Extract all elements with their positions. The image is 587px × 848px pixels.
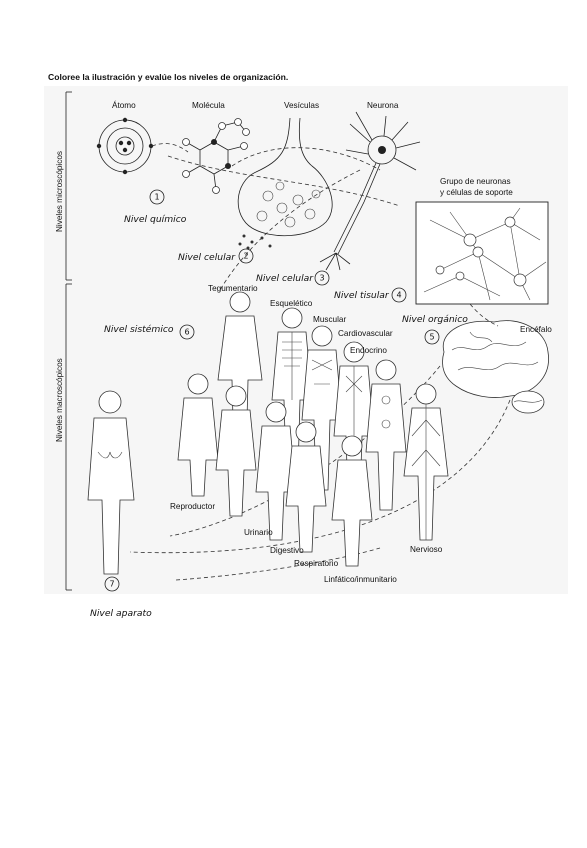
level-7-label: Nivel aparato [90,608,152,619]
reproductive-figure [177,373,219,497]
urinary-figure [215,385,257,517]
molecule-label: Molécula [192,101,225,110]
neuron-label: Neurona [367,101,399,110]
level-4-label: Nivel tisular [334,290,390,301]
flow-arrow-tissue-brain [469,303,499,327]
microscopic-side-label: Niveles microscópicos [55,151,64,232]
microscopic-bracket [65,91,72,281]
muscular-label: Muscular [313,315,346,324]
level-1-marker: 1 [149,189,165,205]
skeletal-label: Esquelético [270,299,313,308]
level-3-marker: 3 [314,270,330,286]
integumentary-label: Tegumentario [208,284,258,293]
level-3-label: Nivel celular [256,273,314,284]
level-6-marker: 6 [179,324,195,340]
lymphatic-label: Linfático/inmunitario [324,575,397,584]
level-6-number: 6 [184,328,189,337]
molecule-illustration [182,118,250,194]
level-7-marker: 7 [104,576,120,592]
brain-label: Encéfalo [520,325,552,334]
level-4-marker: 4 [391,287,407,303]
muscular-figure [301,325,343,491]
cardiovascular-label: Cardiovascular [338,329,393,338]
flow-arrow-neuron-system [219,169,361,291]
respiratory-label: Respiratorio [294,559,339,568]
vesicles-label: Vesículas [284,101,319,110]
tissue-label-line-2: y células de soporte [440,188,513,197]
level-1-label: Nivel químico [124,214,187,225]
level-6-label: Nivel sistémico [104,324,174,335]
level-5-marker: 5 [424,329,440,345]
level-3-number: 3 [319,274,324,283]
vesicles-illustration [237,117,333,250]
level-2-label: Nivel celular [178,252,236,263]
endocrine-figure [365,359,407,511]
organism-figure [87,390,135,575]
macroscopic-bracket [65,283,72,591]
brain-illustration [442,320,549,414]
tissue-label-line-1: Grupo de neuronas [440,177,511,186]
respiratory-figure [285,421,327,553]
atom-illustration [96,117,154,175]
nervous-label: Nervioso [410,545,443,554]
level-2-number: 2 [243,252,248,261]
level-2-marker: 2 [238,248,254,264]
neuron-illustration [319,111,421,271]
reproductive-label: Reproductor [170,502,215,511]
atom-label: Átomo [112,100,136,110]
flow-arrow-system-organism [129,399,511,554]
flow-arrow-vesicles-neuron [167,155,401,207]
level-7-number: 7 [109,580,114,589]
level-1-number: 1 [154,193,159,202]
lymphatic-figure [331,435,373,567]
level-4-number: 4 [396,291,401,300]
flow-arrow-molecule-vesicles [231,147,381,171]
page-title: Coloree la ilustración y evalúe los nive… [48,72,289,82]
level-5-number: 5 [429,333,434,342]
flow-arrow-atom-molecule [151,143,189,153]
endocrine-label: Endocrino [350,346,387,355]
macroscopic-side-label: Niveles macroscópicos [55,358,64,442]
tissue-illustration [415,201,549,305]
nervous-figure [403,383,449,541]
urinary-label: Urinario [244,528,273,537]
flow-arrow-lower [175,547,381,581]
level-5-label: Nivel orgánico [402,314,468,325]
digestive-label: Digestivo [270,546,304,555]
